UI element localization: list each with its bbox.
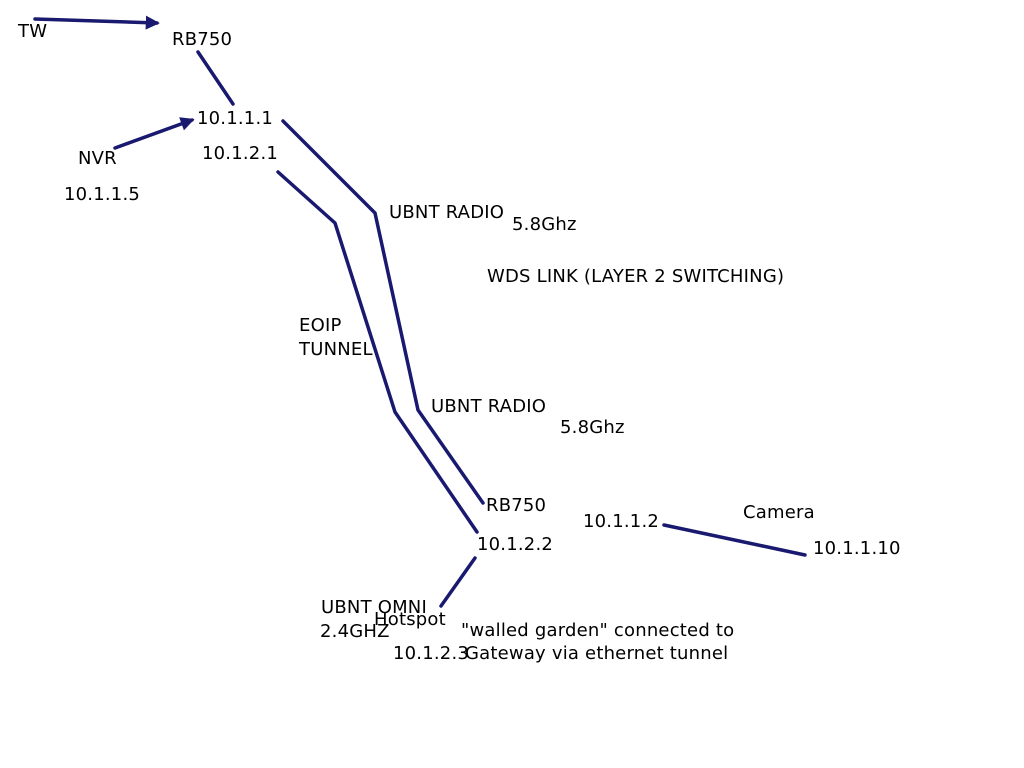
edge-group xyxy=(33,15,807,608)
edge-rb750-to-10-1-1-1 xyxy=(196,50,235,106)
edge-wds-link-left xyxy=(276,170,479,534)
edge-10-1-2-2-to-hotspot xyxy=(439,556,477,608)
edge-wds-link-right xyxy=(281,119,485,505)
edge-nvr-to-10-1-1-1 xyxy=(113,117,195,150)
edge-10-1-1-2-to-camera xyxy=(662,523,807,557)
edge-tw-to-rb750 xyxy=(33,15,160,30)
